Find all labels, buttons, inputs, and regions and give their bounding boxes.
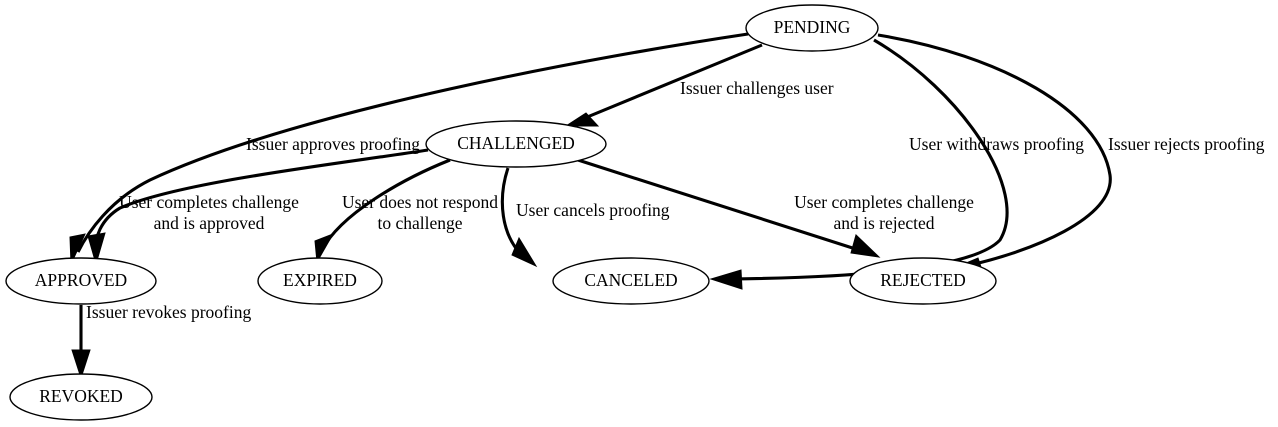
node-label-expired: EXPIRED [283, 270, 357, 290]
arrowhead-icon [511, 236, 538, 268]
edge-line-pending-challenged [579, 43, 763, 122]
edge-approved-revoked [71, 305, 91, 380]
edge-line-challenged-approved [93, 148, 429, 253]
arrowhead-icon [709, 269, 743, 290]
node-label-revoked: REVOKED [39, 386, 123, 406]
edge-line-pending-approved [76, 32, 749, 253]
edge-label-pending-challenged: Issuer challenges user [680, 78, 834, 98]
edge-label-pending-rejected: Issuer rejects proofing [1108, 134, 1265, 154]
edge-labels-layer: Issuer approves proofing Issuer challenge… [86, 78, 1265, 322]
node-ellipse-expired [257, 257, 383, 305]
node-ellipse-pending [745, 4, 879, 52]
edge-challenged-rejected [577, 158, 881, 258]
edge-pending-challenged [564, 43, 763, 127]
edge-challenged-approved [87, 148, 429, 266]
edge-label-approved-revoked: Issuer revokes proofing [86, 302, 251, 322]
arrowhead-icon [850, 234, 881, 258]
arrowhead-icon [314, 233, 335, 264]
edge-label-pending-canceled: User withdraws proofing [909, 134, 1084, 154]
node-label-approved: APPROVED [35, 270, 127, 290]
state-node-revoked[interactable]: REVOKED [9, 373, 153, 421]
node-ellipse-approved [5, 257, 157, 305]
edge-label-challenged-canceled: User cancels proofing [516, 200, 670, 220]
arrowhead-icon [87, 232, 106, 266]
node-label-canceled: CANCELED [584, 270, 677, 290]
state-node-pending[interactable]: PENDING [745, 4, 879, 52]
edge-pending-approved [69, 32, 749, 265]
state-node-expired[interactable]: EXPIRED [257, 257, 383, 305]
node-ellipse-rejected [849, 257, 997, 305]
nodes-layer: PENDING CHALLENGED APPROVED EXPIRED CANCELED… [5, 4, 997, 421]
state-node-approved[interactable]: APPROVED [5, 257, 157, 305]
arrowhead-icon [71, 349, 91, 380]
edge-pending-rejected [877, 33, 1112, 277]
edge-line-challenged-rejected [577, 158, 866, 254]
edge-line-pending-rejected [877, 33, 1112, 268]
node-ellipse-canceled [552, 257, 710, 305]
arrowhead-icon [69, 233, 86, 265]
node-ellipse-revoked [9, 373, 153, 421]
node-label-pending: PENDING [774, 17, 851, 37]
node-label-rejected: REJECTED [880, 270, 966, 290]
edge-pending-canceled [709, 38, 1009, 290]
edge-challenged-canceled [500, 167, 538, 268]
node-ellipse-challenged [425, 120, 607, 168]
arrowhead-icon [564, 112, 600, 127]
node-label-challenged: CHALLENGED [457, 133, 575, 153]
state-node-canceled[interactable]: CANCELED [552, 257, 710, 305]
edge-line-pending-canceled [724, 38, 1009, 281]
edge-label-pending-approved: Issuer approves proofing [246, 134, 420, 154]
state-node-challenged[interactable]: CHALLENGED [425, 120, 607, 168]
edge-challenged-expired [314, 158, 451, 264]
state-node-rejected[interactable]: REJECTED [849, 257, 997, 305]
